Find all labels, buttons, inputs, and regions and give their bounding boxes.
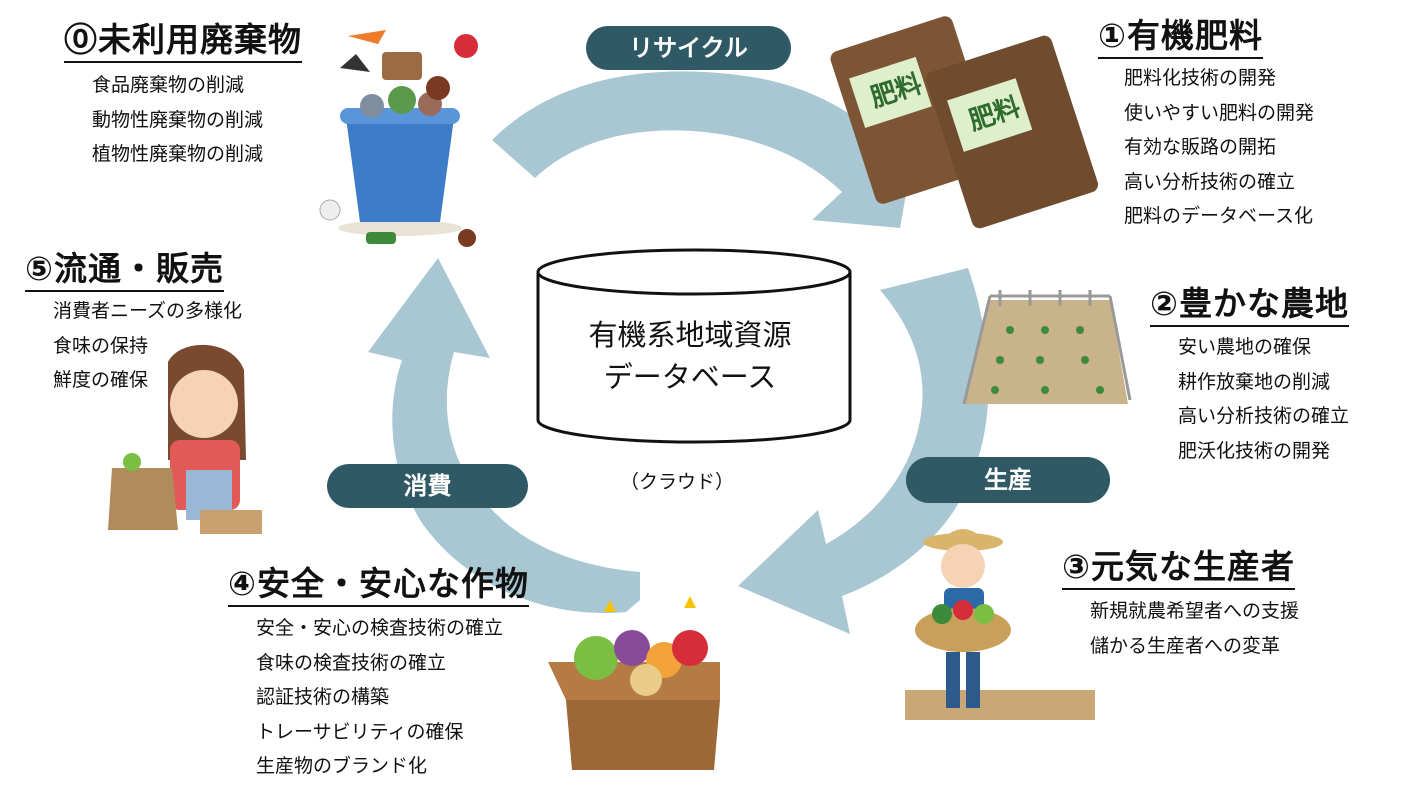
vegetable-box-illustration	[548, 596, 720, 770]
section-4-title: ④安全・安心な作物	[228, 564, 529, 607]
list-item: 使いやすい肥料の開発	[1124, 101, 1315, 124]
list-item: 高い分析技術の確立	[1178, 405, 1350, 427]
farmland-illustration	[962, 290, 1132, 405]
shopper-illustration	[108, 344, 262, 534]
section-0-title: ⓪未利用廃棄物	[64, 20, 302, 63]
trash-can-illustration	[319, 30, 478, 247]
section-5-title: ⑤流通・販売	[25, 249, 224, 292]
database-label: 有機系地域資源 データベース	[535, 314, 845, 398]
section-1-title: ①有機肥料	[1098, 16, 1263, 59]
list-item: 食味の保持	[53, 334, 149, 357]
farmer-illustration	[905, 529, 1095, 720]
list-item: 肥料のデータベース化	[1124, 205, 1314, 227]
cloud-note: （クラウド）	[620, 471, 735, 493]
arrow-consume	[368, 258, 640, 614]
database-label-line1: 有機系地域資源	[588, 318, 792, 352]
consume-pill: 消費	[327, 464, 528, 508]
list-item: 食味の検査技術の確立	[256, 651, 447, 674]
list-item: 儲かる生産者への変革	[1090, 634, 1281, 657]
section-3-title: ③元気な生産者	[1062, 547, 1295, 590]
section-1-list: 肥料化技術の開発 使いやすい肥料の開発 有効な販路の開拓 高い分析技術の確立 肥…	[1124, 61, 1314, 234]
produce-pill: 生産	[906, 457, 1110, 503]
fertilizer-bags-illustration: 肥料 肥料	[830, 16, 1099, 229]
list-item: 食品廃棄物の削減	[92, 74, 245, 96]
database-cylinder	[536, 248, 852, 444]
list-item: 動物性廃棄物の削減	[92, 108, 264, 131]
list-item: 肥料化技術の開発	[1124, 67, 1277, 89]
list-item: 耕作放棄地の削減	[1178, 370, 1331, 393]
section-5-list: 消費者ニーズの多様化 食味の保持 鮮度の確保	[53, 294, 242, 398]
list-item: 消費者ニーズの多様化	[53, 300, 243, 322]
section-2-list: 安い農地の確保 耕作放棄地の削減 高い分析技術の確立 肥沃化技術の開発	[1178, 330, 1349, 468]
list-item: トレーサビリティの確保	[256, 720, 464, 743]
database-label-line2: データベース	[603, 360, 777, 394]
arrow-recycle	[492, 71, 918, 228]
list-item: 肥沃化技術の開発	[1178, 439, 1331, 462]
list-item: 認証技術の構築	[256, 686, 390, 708]
list-item: 植物性廃棄物の削減	[92, 143, 264, 165]
list-item: 生産物のブランド化	[256, 755, 428, 777]
list-item: 有効な販路の開拓	[1124, 136, 1277, 158]
section-3-list: 新規就農希望者への支援 儲かる生産者への変革	[1090, 594, 1299, 663]
section-2-title: ②豊かな農地	[1150, 284, 1349, 327]
list-item: 新規就農希望者への支援	[1090, 600, 1300, 622]
list-item: 鮮度の確保	[53, 369, 149, 391]
section-4-list: 安全・安心の検査技術の確立 食味の検査技術の確立 認証技術の構築 トレーサビリテ…	[256, 611, 503, 784]
recycle-pill: リサイクル	[586, 26, 791, 70]
list-item: 安全・安心の検査技術の確立	[256, 617, 504, 639]
list-item: 高い分析技術の確立	[1124, 170, 1296, 193]
list-item: 安い農地の確保	[1178, 336, 1312, 358]
section-0-list: 食品廃棄物の削減 動物性廃棄物の削減 植物性廃棄物の削減	[92, 68, 263, 172]
